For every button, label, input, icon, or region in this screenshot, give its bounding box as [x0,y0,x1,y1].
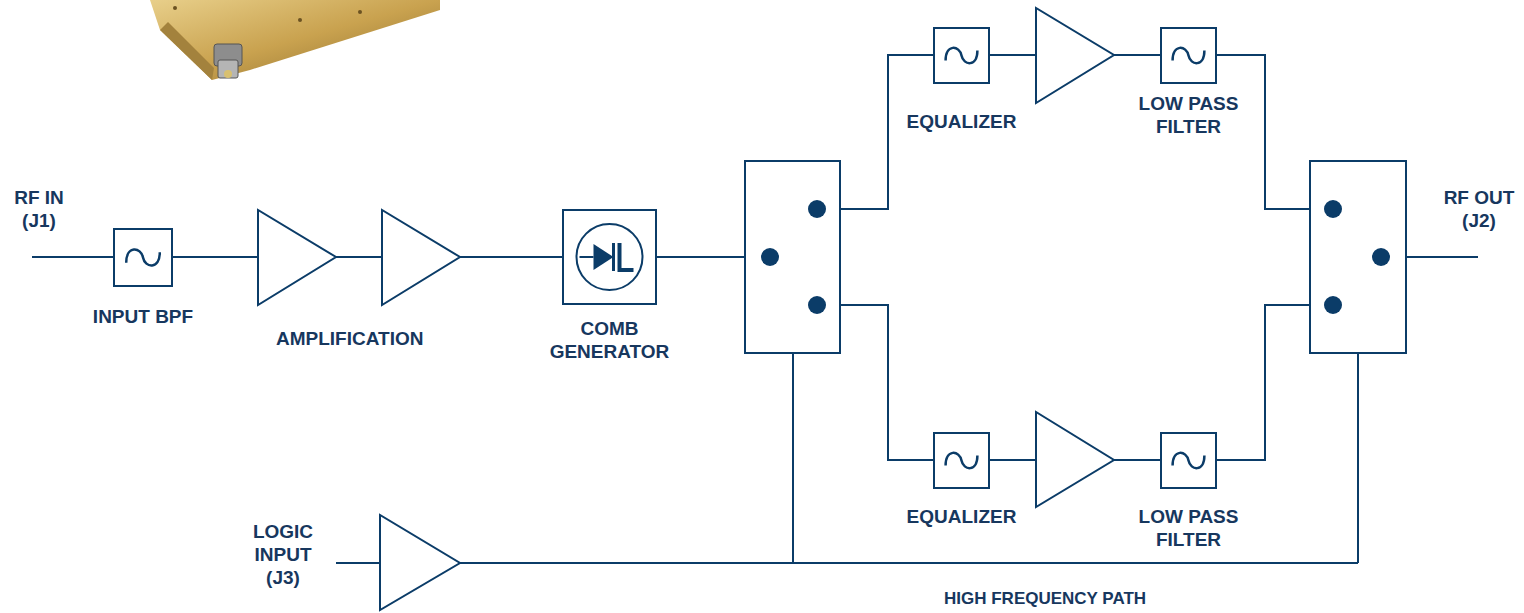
path-caption: HIGH FREQUENCY PATH [944,589,1146,609]
block-outline [562,209,657,305]
filter-block: INPUT BPF [73,228,213,328]
filter-symbol [935,434,988,487]
switch-contacts [761,200,1390,314]
filter-symbol [935,29,988,82]
filter-block: LOW PASS FILTER [1134,432,1244,551]
comb-generator-block: COMB GENERATOR [535,209,685,363]
port-label: LOGIC INPUT (J3) [243,520,323,589]
filter-block: EQUALIZER [897,432,1027,528]
filter-block: EQUALIZER [897,27,1027,133]
filter-symbol [1162,29,1215,82]
block-outline [933,432,990,489]
block-label: COMB GENERATOR [535,317,685,363]
filter-symbol [115,230,171,285]
wire-lines [32,55,1478,563]
block-label: LOW PASS FILTER [1134,92,1244,138]
block-label: LOW PASS FILTER [1134,505,1244,551]
module-photo [150,0,440,80]
port-label: RF OUT (J2) [1438,186,1520,232]
block-outline [113,228,173,287]
block-outline [1160,432,1217,489]
block-label: INPUT BPF [93,305,193,328]
filter-block: LOW PASS FILTER [1134,27,1244,138]
filter-symbol [1162,434,1215,487]
block-outline [1160,27,1217,84]
block-label: EQUALIZER [907,110,1017,133]
port-label: RF IN (J1) [4,186,74,232]
block-label: EQUALIZER [907,505,1017,528]
block-outline [933,27,990,84]
stage-label: AMPLIFICATION [276,327,423,350]
diode-symbol [564,211,655,303]
switch-and-amp-symbols [258,8,1406,610]
